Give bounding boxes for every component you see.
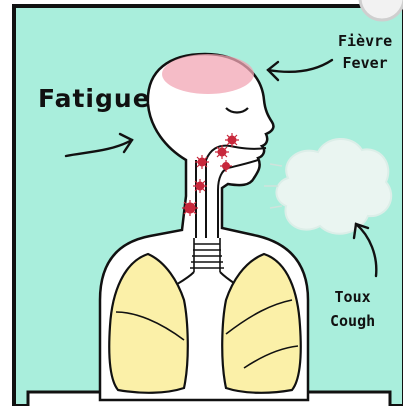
fatigue-label: Fatigue bbox=[38, 84, 151, 113]
fever-flush bbox=[162, 54, 254, 94]
fever-label-fr: Fièvre bbox=[338, 30, 392, 52]
fever-label-en: Fever bbox=[338, 52, 392, 74]
cough-label-fr: Toux bbox=[330, 285, 375, 309]
cough-label: Toux Cough bbox=[330, 285, 375, 333]
fever-label: Fièvre Fever bbox=[338, 30, 392, 74]
cough-label-en: Cough bbox=[330, 309, 375, 333]
